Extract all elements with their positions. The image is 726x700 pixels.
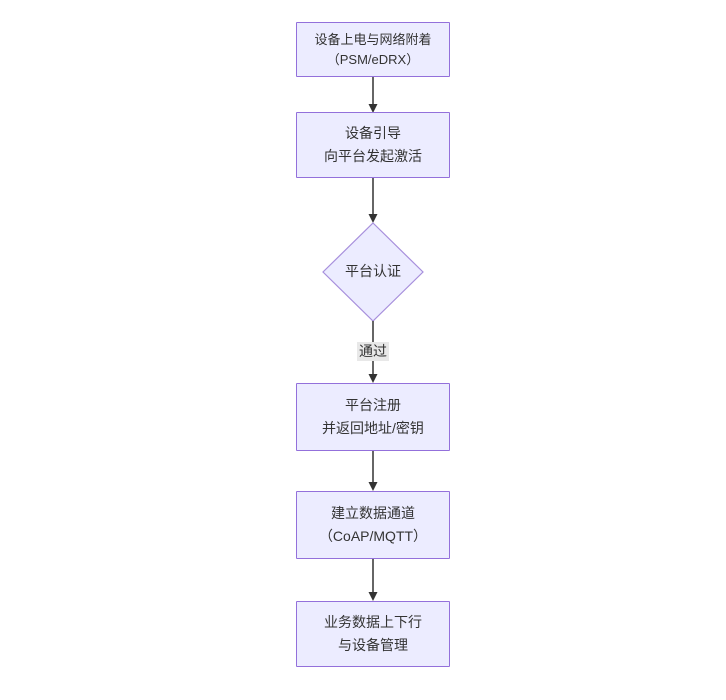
arrowhead-down-icon	[368, 214, 378, 223]
node-label-line: 并返回地址/密钥	[322, 420, 424, 436]
node-label-line: 设备引导	[345, 125, 401, 141]
node-label-line: （PSM/eDRX）	[326, 51, 420, 67]
node-label-line: 设备上电与网络附着	[314, 31, 432, 47]
node-label-line: （CoAP/MQTT）	[318, 528, 428, 544]
arrowhead-down-icon	[368, 482, 378, 491]
node-label-line: 业务数据上下行	[324, 614, 422, 630]
node-power-on-network-attach: 设备上电与网络附着 （PSM/eDRX）	[296, 22, 450, 77]
arrowhead-down-icon	[368, 374, 378, 383]
arrowhead-down-icon	[368, 592, 378, 601]
node-data-channel: 建立数据通道 （CoAP/MQTT）	[296, 491, 450, 559]
node-platform-register: 平台注册 并返回地址/密钥	[296, 383, 450, 451]
node-device-bootstrap: 设备引导 向平台发起激活	[296, 112, 450, 178]
node-business-data-device-mgmt: 业务数据上下行 与设备管理	[296, 601, 450, 667]
edge-label-pass: 通过	[357, 342, 389, 361]
node-label-line: 与设备管理	[338, 637, 408, 653]
node-label-line: 建立数据通道	[331, 505, 415, 521]
node-label-line: 向平台发起激活	[324, 148, 422, 164]
node-platform-auth-label: 平台认证	[345, 263, 401, 279]
node-label-line: 平台注册	[345, 397, 401, 413]
arrowhead-down-icon	[368, 104, 378, 113]
